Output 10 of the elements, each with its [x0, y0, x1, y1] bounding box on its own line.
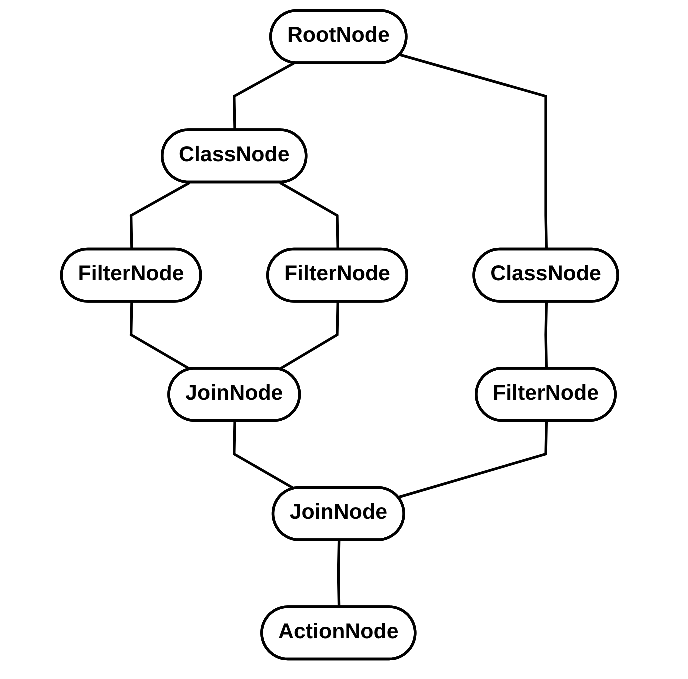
connector	[233, 62, 295, 131]
connector	[278, 302, 340, 371]
connector	[233, 421, 296, 490]
connector	[130, 182, 191, 250]
connector	[398, 421, 548, 499]
connector	[337, 540, 341, 608]
connector	[544, 302, 548, 370]
connector	[130, 302, 192, 371]
connector	[280, 182, 340, 250]
connector	[400, 54, 548, 250]
